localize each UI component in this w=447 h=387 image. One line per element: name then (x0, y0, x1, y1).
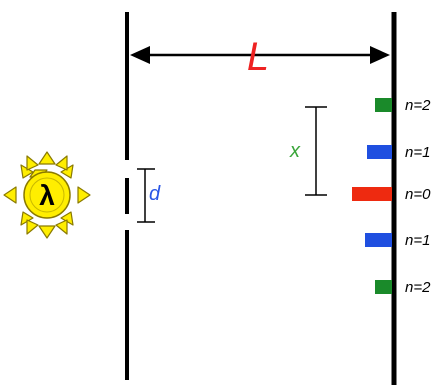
fringe-order-label: n=2 (405, 97, 431, 114)
fringe-bar (352, 187, 392, 201)
fringe-order-label: n=2 (405, 279, 431, 296)
fringe-spacing-bracket (305, 106, 327, 196)
distance-label-l: L (247, 35, 269, 79)
fringe-spacing-label-x: x (289, 140, 301, 162)
wavelength-label: λ (39, 180, 55, 211)
fringe-bar (365, 233, 392, 247)
slit-separation-bracket (137, 168, 155, 223)
fringe-order-label: n=1 (405, 144, 430, 161)
light-source-icon (3, 151, 91, 239)
fringe-order-label: n=0 (405, 186, 431, 203)
fringe-bar (375, 98, 392, 112)
interference-fringes: n=2 n=1 n=0 n=1 n=2 (352, 97, 431, 296)
fringe-bar (367, 145, 392, 159)
fringe-order-label: n=1 (405, 232, 430, 249)
distance-arrow (130, 46, 390, 64)
slit-separation-label-d: d (149, 183, 161, 205)
fringe-bar (375, 280, 392, 294)
